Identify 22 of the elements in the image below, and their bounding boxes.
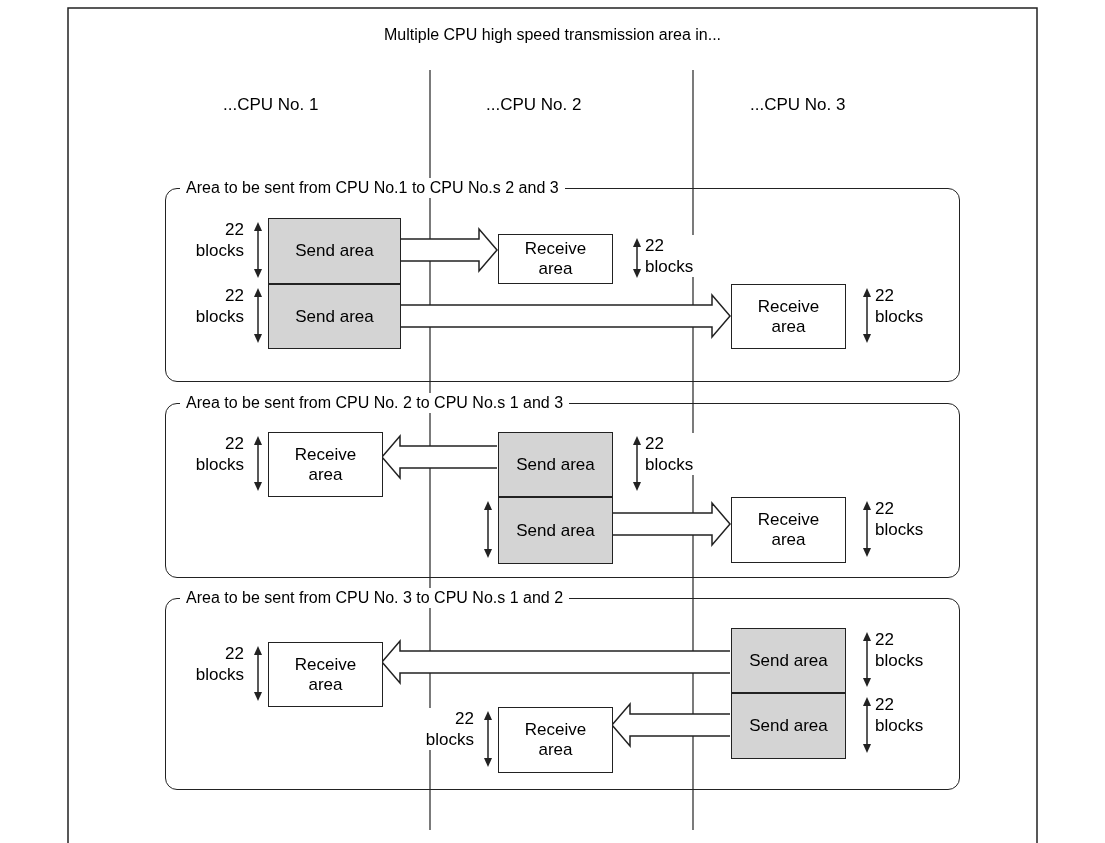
send-area-box: Send area: [498, 497, 613, 564]
receive-area-box: Receive area: [268, 642, 383, 707]
block-arrow: [611, 500, 731, 548]
group-title: Area to be sent from CPU No. 2 to CPU No.s 1 and 3: [180, 393, 570, 413]
receive-area-box: Receive area: [498, 707, 613, 773]
block-arrow: [399, 292, 731, 340]
group-title: Area to be sent from CPU No.1 to CPU No.s 2 and 3: [180, 178, 565, 198]
block-arrow: [611, 701, 731, 749]
receive-area-box: Receive area: [731, 284, 846, 349]
send-area-box: Send area: [268, 218, 401, 284]
send-area-box: Send area: [268, 284, 401, 349]
receive-area-box: Receive area: [731, 497, 846, 563]
block-arrow: [381, 638, 731, 686]
send-area-box: Send area: [731, 628, 846, 693]
group-title: Area to be sent from CPU No. 3 to CPU No.s 1 and 2: [180, 588, 570, 608]
send-area-box: Send area: [731, 693, 846, 759]
diagram-title: Multiple CPU high speed transmission area in...: [383, 26, 721, 43]
receive-area-box: Receive area: [268, 432, 383, 497]
receive-area-box: Receive area: [498, 234, 613, 284]
block-arrow: [399, 226, 498, 274]
send-area-box: Send area: [498, 432, 613, 497]
block-arrow: [381, 433, 498, 481]
